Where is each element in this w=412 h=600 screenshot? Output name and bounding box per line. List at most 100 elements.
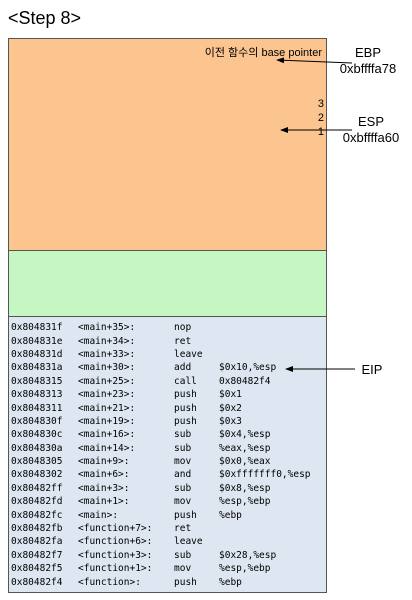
instruction-row: 0x80482f4 <function>: push %ebp [11, 575, 311, 588]
instruction-operands: $0x3 [219, 415, 242, 427]
instruction-address: 0x804830a [11, 442, 63, 454]
instruction-row: 0x804830f <main+19>: push $0x3 [11, 415, 311, 428]
instruction-row: 0x804831f<main+35>:nop [11, 321, 311, 334]
ebp-label: EBP 0xbffffa78 [333, 45, 403, 77]
instruction-mnemonic: push [174, 402, 197, 414]
instruction-operands: %esp,%ebp [219, 563, 271, 575]
instruction-mnemonic: and [174, 469, 192, 481]
instruction-address: 0x804830c [11, 429, 63, 441]
instruction-label: <main+6>: [78, 469, 130, 481]
instruction-operands: %esp,%ebp [219, 496, 271, 508]
instruction-operands: $0x10,%esp [219, 362, 277, 374]
instruction-operands: %ebp [219, 509, 242, 521]
instruction-row: 0x8048311 <main+21>: push $0x2 [11, 401, 311, 414]
instruction-row: 0x804831d <main+33>: leave [11, 348, 311, 361]
instruction-address: 0x80482ff [11, 482, 63, 494]
instruction-row: 0x804830a <main+14>: sub %eax,%esp [11, 442, 311, 455]
instruction-row: 0x80482f5 <function+1>: mov %esp,%ebp [11, 562, 311, 575]
instruction-row: 0x8048302 <main+6>: and $0xfffffff0,%esp [11, 468, 311, 481]
instruction-operands: %eax,%esp [219, 442, 271, 454]
instruction-operands: $0x28,%esp [219, 549, 277, 561]
instruction-operands: $0xfffffff0,%esp [219, 469, 311, 481]
instruction-address: 0x804831d [11, 348, 63, 360]
instruction-mnemonic: push [174, 389, 197, 401]
instruction-address: 0x804831a [11, 362, 63, 374]
instruction-mnemonic: push [174, 576, 197, 588]
instruction-mnemonic: mov [174, 563, 192, 575]
instruction-address: 0x80482fc [11, 509, 63, 521]
instruction-operands: $0x2 [219, 402, 242, 414]
instruction-label: <main+25>: [78, 375, 136, 387]
instruction-address: 0x804831f [11, 322, 63, 334]
instruction-label: <main+3>: [78, 482, 130, 494]
instruction-row: 0x80482fd <main+1>: mov %esp,%ebp [11, 495, 311, 508]
instruction-operands: $0x1 [219, 389, 242, 401]
instruction-label: <main+33>: [78, 348, 136, 360]
instruction-address: 0x80482f5 [11, 563, 63, 575]
instruction-label: <main+23>: [78, 389, 136, 401]
instruction-label: <main>: [78, 509, 119, 521]
instruction-label: <function+6>: [78, 536, 153, 548]
eip-label: EIP [361, 362, 383, 377]
instruction-label: <main+30>: [78, 362, 136, 374]
instruction-mnemonic: sub [174, 549, 192, 561]
instruction-label: <function>: [78, 576, 141, 588]
instruction-label: <main+14>: [78, 442, 136, 454]
instruction-address: 0x8048311 [11, 402, 63, 414]
instruction-address: 0x8048305 [11, 456, 63, 468]
instruction-address: 0x80482fd [11, 496, 63, 508]
ebp-arrow [276, 57, 353, 64]
instruction-mnemonic: sub [174, 442, 192, 454]
instruction-mnemonic: mov [174, 496, 192, 508]
instruction-row: 0x80482ff <main+3>: sub $0x8,%esp [11, 482, 311, 495]
instruction-address: 0x80482f7 [11, 549, 63, 561]
instruction-row: 0x80482fb<function+7>:ret [11, 522, 311, 535]
base-pointer-annotation: 이전 함수의 base pointer [204, 47, 322, 59]
instruction-row: 0x8048313 <main+23>: push $0x1 [11, 388, 311, 401]
instruction-label: <main+21>: [78, 402, 136, 414]
instruction-mnemonic: call [174, 375, 197, 387]
instruction-mnemonic: sub [174, 482, 192, 494]
instruction-address: 0x8048313 [11, 389, 63, 401]
stack-slot-2: 2 [317, 112, 324, 124]
instruction-mnemonic: ret [174, 523, 192, 535]
instruction-label: <main+16>: [78, 429, 136, 441]
instruction-label: <main+35>: [78, 322, 136, 334]
instruction-operands: 0x80482f4 [219, 375, 271, 387]
instruction-label: <main+19>: [78, 415, 136, 427]
instruction-label: <main+34>: [78, 335, 136, 347]
instruction-address: 0x80482fa [11, 536, 63, 548]
instruction-operands: $0x8,%esp [219, 482, 271, 494]
instruction-operands: %ebp [219, 576, 242, 588]
instruction-label: <function+3>: [78, 549, 153, 561]
esp-value: 0xbffffa60 [342, 130, 400, 145]
esp-name: ESP [357, 114, 384, 129]
instruction-address: 0x80482fb [11, 523, 63, 535]
instruction-mnemonic: leave [174, 348, 203, 360]
instruction-row: 0x804831a <main+30>: add $0x10,%esp [11, 361, 311, 374]
instruction-address: 0x8048302 [11, 469, 63, 481]
instruction-operands: $0x0,%eax [219, 456, 271, 468]
instruction-row: 0x80482fa<function+6>:leave [11, 535, 311, 548]
instruction-row: 0x8048305<main+9>:mov$0x0,%eax [11, 455, 311, 468]
instruction-label: <main+9>: [78, 456, 130, 468]
esp-label: ESP 0xbffffa60 [336, 114, 406, 146]
instruction-mnemonic: add [174, 362, 192, 374]
instruction-address: 0x804831e [11, 335, 63, 347]
instruction-label: <function+1>: [78, 563, 153, 575]
ebp-value: 0xbffffa78 [339, 61, 397, 76]
instruction-label: <main+1>: [78, 496, 130, 508]
step-title: <Step 8> [8, 8, 82, 28]
instruction-mnemonic: push [174, 509, 197, 521]
green-region [8, 250, 327, 316]
instruction-mnemonic: sub [174, 429, 192, 441]
stack-slot-3: 3 [317, 98, 324, 110]
instruction-mnemonic: push [174, 415, 197, 427]
instruction-mnemonic: ret [174, 335, 192, 347]
instruction-address: 0x804830f [11, 415, 63, 427]
instruction-address: 0x80482f4 [11, 576, 63, 588]
ebp-name: EBP [354, 45, 381, 60]
